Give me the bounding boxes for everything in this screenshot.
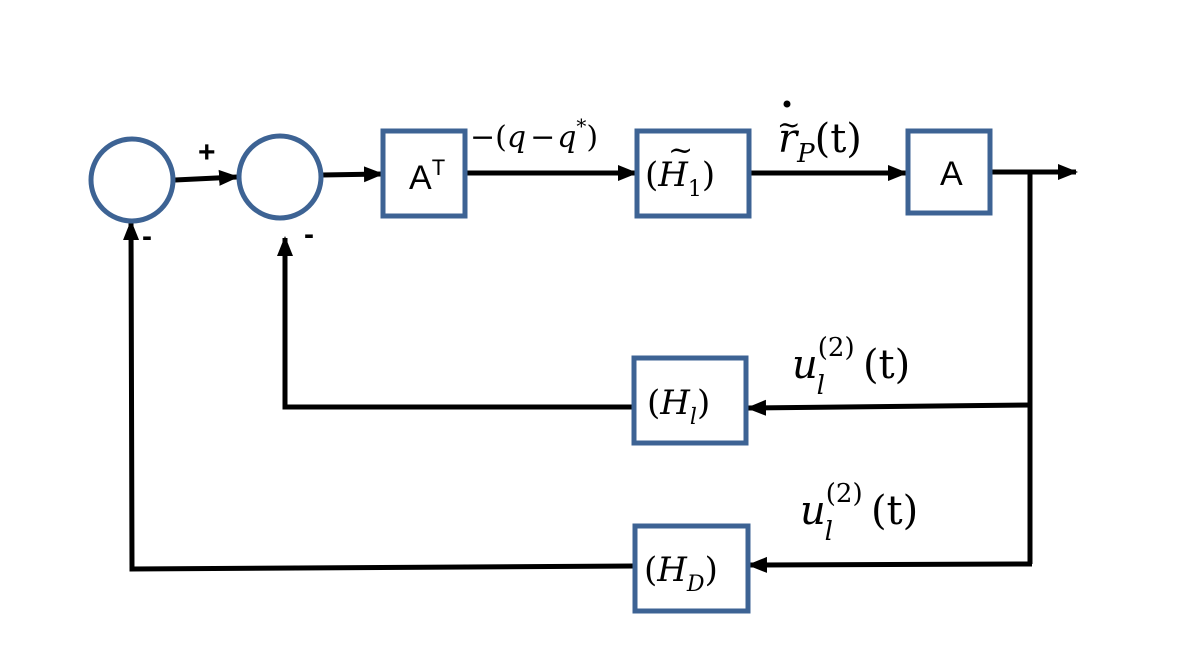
tilde-mark: ~	[668, 133, 693, 168]
block-a	[905, 128, 993, 216]
plus-sign-outer: +	[198, 136, 216, 169]
dot-mark	[783, 100, 791, 108]
block-h-d-label: (HD)	[644, 550, 718, 597]
block-h-l	[631, 355, 749, 446]
tilde-mark-r: ~	[777, 108, 800, 141]
wire-to-hd	[747, 556, 1033, 573]
wire-hd-to-sum1	[123, 220, 635, 572]
block-a-transpose	[380, 128, 468, 219]
minus-sign-inner: -	[304, 218, 314, 251]
block-h-tilde-1-label: (H1)	[645, 155, 715, 202]
block-h-d	[632, 523, 751, 614]
wire-sum1-to-sum2	[174, 169, 239, 186]
wire-hl-to-sum2	[277, 236, 634, 410]
wire-sum2-to-at	[321, 166, 384, 183]
signal-u-top-label: u(2)l(t)	[792, 333, 910, 401]
block-a-transpose-label: AT	[409, 155, 445, 197]
block-a-label: A	[940, 155, 963, 193]
minus-sign-outer: -	[142, 220, 152, 253]
wire-to-hl	[746, 399, 1033, 416]
summing-junction-inner	[236, 133, 324, 221]
block-h-tilde-1	[634, 128, 752, 219]
signal-u-bottom-label: u(2)l(t)	[800, 479, 918, 547]
signal-r-dot-label: rP(t)	[778, 116, 862, 169]
signal-error-label: −(q−q*)	[470, 114, 598, 155]
summing-junction-outer	[88, 136, 176, 224]
block-h-l-label: (Hl)	[647, 383, 710, 430]
